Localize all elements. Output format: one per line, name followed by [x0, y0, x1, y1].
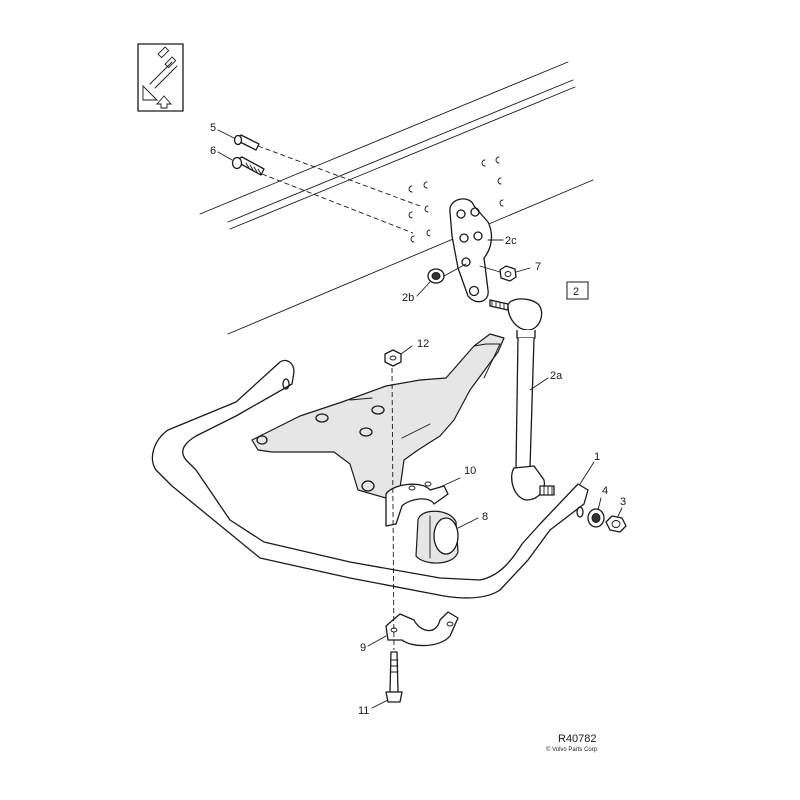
callout-2a: 2a	[550, 370, 563, 382]
callout-11: 11	[358, 705, 369, 717]
nut-3	[605, 507, 627, 533]
callout-2: 2	[573, 286, 579, 298]
stabilizer-bar-1	[151, 359, 589, 599]
bracket-2c	[449, 198, 504, 303]
callout-10: 10	[464, 465, 476, 477]
clamp-lower-9	[367, 611, 459, 647]
clamp-upper-10	[385, 477, 461, 527]
callout-1: 1	[594, 451, 600, 463]
bolt-11	[371, 367, 403, 709]
callout-8: 8	[482, 511, 488, 523]
front-subframe	[251, 333, 505, 499]
copyright-text: © Volvo Parts Corp	[546, 746, 598, 753]
nut-7	[479, 265, 517, 282]
reference-number: R40782	[558, 733, 597, 745]
callout-6: 6	[210, 145, 216, 157]
body-reference-lines	[199, 61, 594, 335]
nut-12	[384, 345, 413, 367]
callout-5: 5	[210, 122, 216, 134]
callout-2c: 2c	[505, 235, 517, 247]
callout-9: 9	[360, 642, 366, 654]
callout-3: 3	[620, 496, 626, 508]
washer-4	[587, 497, 605, 528]
bolt-6	[231, 156, 414, 234]
callout-7: 7	[535, 261, 541, 273]
bushing-8	[415, 510, 479, 564]
bolt-5	[233, 134, 421, 207]
callout-2-box	[566, 281, 589, 300]
nut-2b	[427, 263, 467, 284]
body-mounting-holes	[408, 156, 504, 243]
vehicle-orientation-arrow-icon	[137, 43, 184, 112]
callout-2b: 2b	[402, 292, 414, 304]
stabilizer-link-2a	[489, 298, 555, 501]
callout-4: 4	[602, 485, 608, 497]
callout-leaders	[217, 129, 595, 485]
callout-12: 12	[417, 338, 429, 350]
